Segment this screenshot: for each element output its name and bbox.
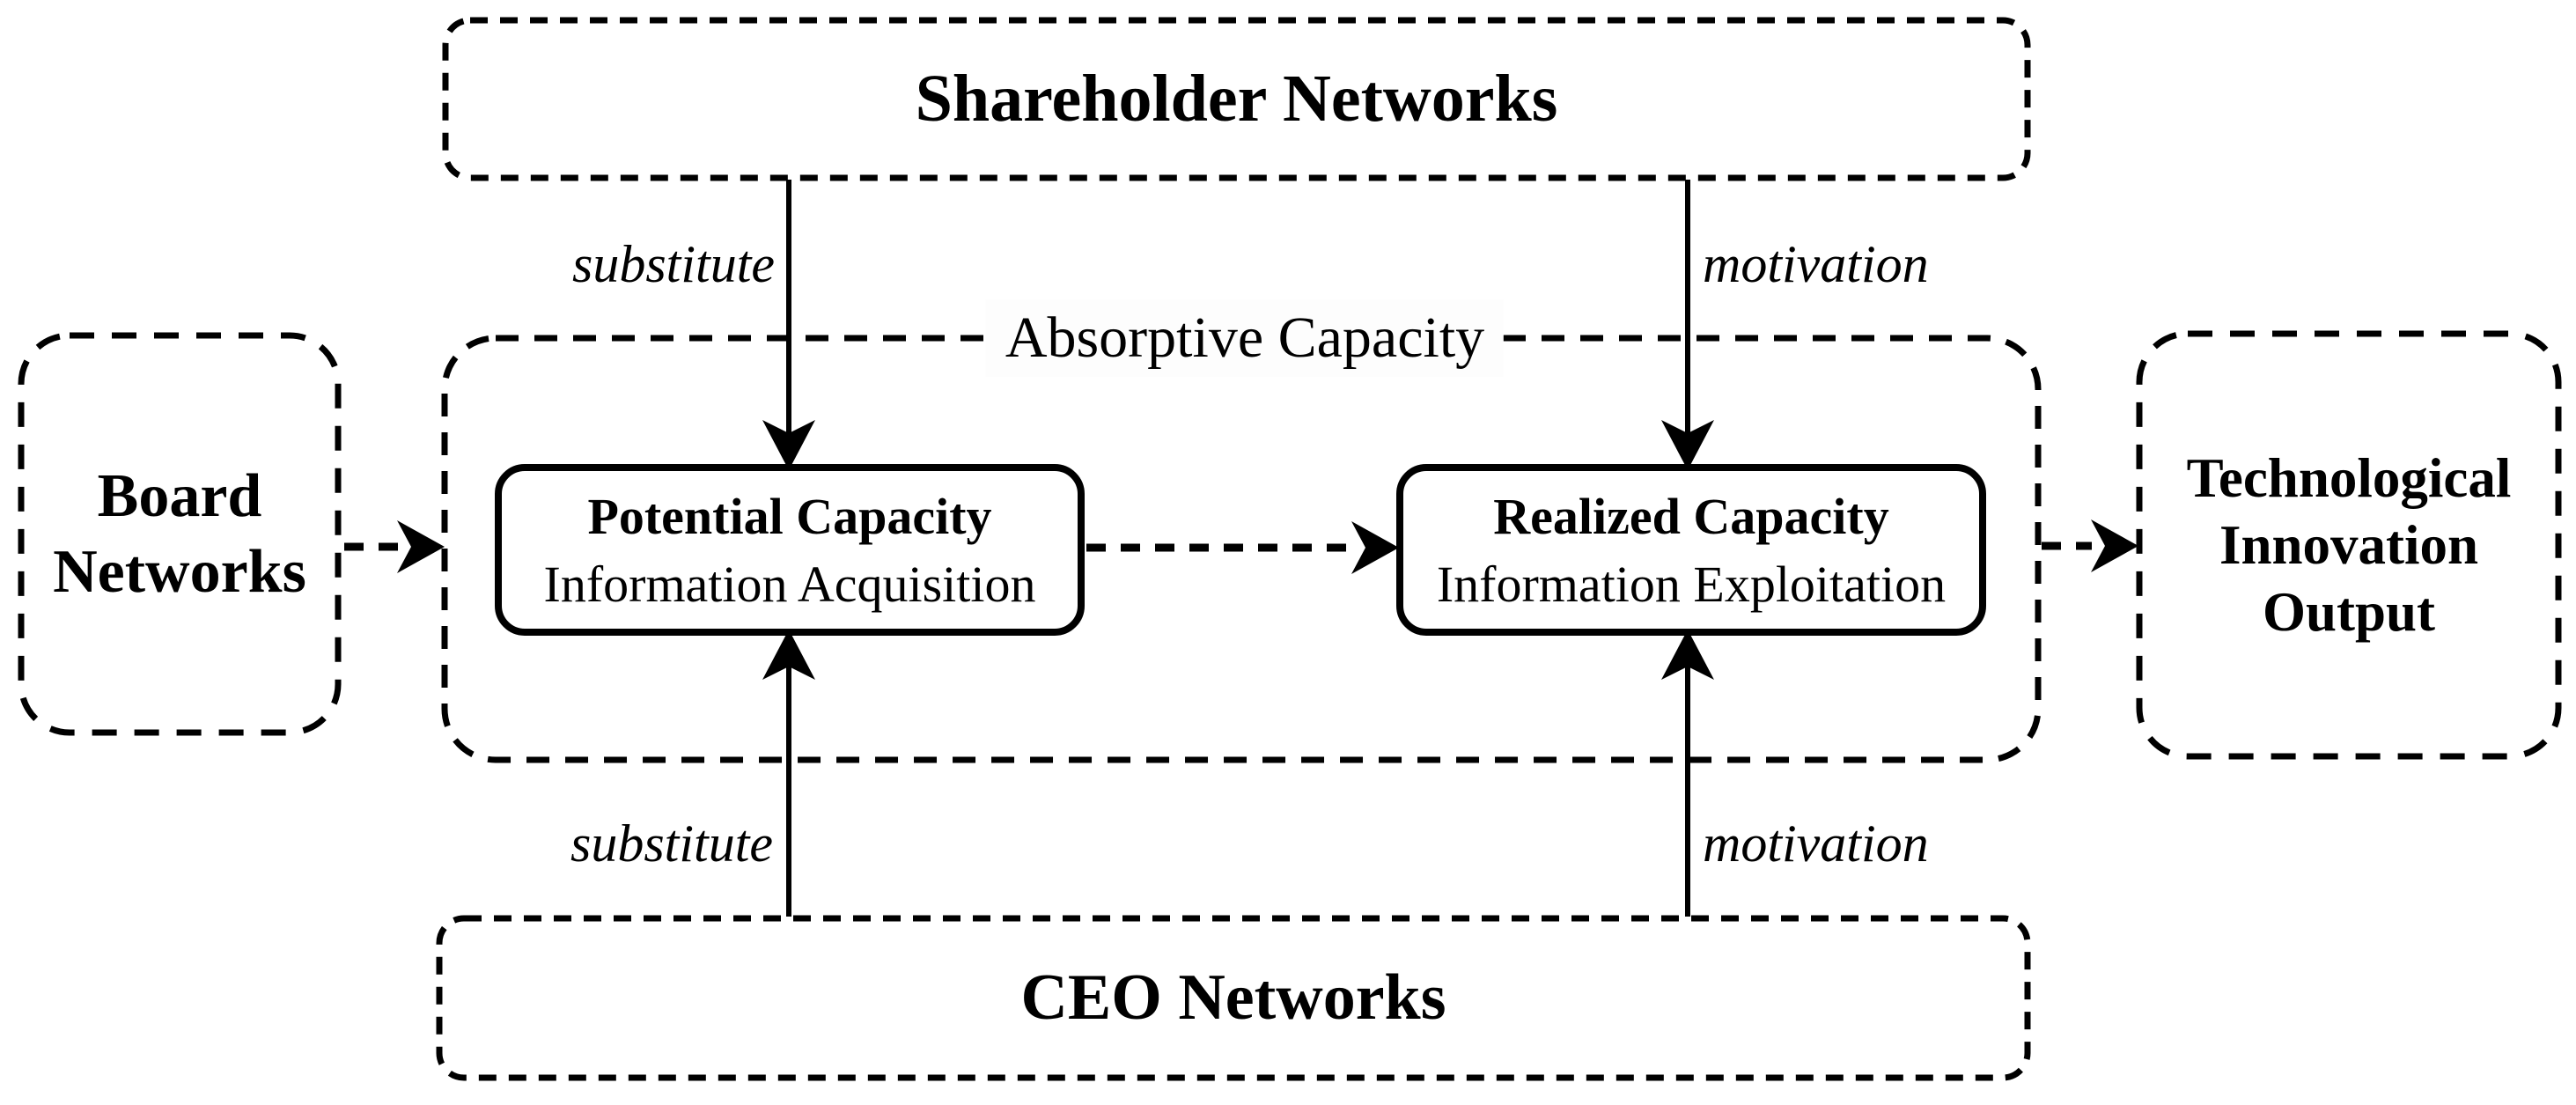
realized-capacity-node: Realized Capacity Information Exploitati…	[1400, 468, 1983, 632]
edge-label-motivation-bottom: motivation	[1703, 814, 1929, 873]
arrowhead-absorptive-to-tio	[2091, 519, 2138, 572]
tio-line2: Innovation	[2219, 514, 2479, 576]
arrowhead-ceo-to-potential	[762, 630, 815, 680]
potential-capacity-node: Potential Capacity Information Acquisiti…	[498, 468, 1081, 632]
edge-label-substitute-bottom: substitute	[570, 814, 773, 873]
arrowhead-shareholder-to-potential	[762, 420, 815, 470]
realized-capacity-title: Realized Capacity	[1493, 487, 1889, 545]
realized-capacity-subtitle: Information Exploitation	[1436, 555, 1947, 613]
realized-capacity-box-border	[1396, 464, 1986, 636]
arrowhead-potential-to-realized	[1351, 521, 1399, 574]
edge-label-motivation-top: motivation	[1703, 235, 1929, 293]
arrowhead-ceo-to-realized	[1661, 630, 1714, 680]
technological-innovation-output-label: Technological Innovation Output	[2139, 334, 2558, 756]
potential-capacity-subtitle: Information Acquisition	[543, 555, 1036, 613]
ceo-networks-box-border	[436, 915, 2031, 1081]
board-networks-label: Board Networks	[21, 335, 338, 733]
technological-innovation-output-box-border	[2136, 330, 2562, 760]
arrowhead-board-to-absorptive	[397, 520, 445, 573]
board-networks-line2: Networks	[53, 537, 306, 606]
tio-line1: Technological	[2186, 447, 2512, 509]
edge-label-substitute-top: substitute	[571, 235, 775, 293]
board-networks-box-border	[18, 332, 342, 736]
shareholder-networks-box-border	[442, 17, 2031, 181]
potential-capacity-title: Potential Capacity	[587, 487, 992, 545]
shareholder-networks-label: Shareholder Networks	[915, 62, 1558, 136]
absorptive-capacity-label: Absorptive Capacity	[985, 299, 1505, 377]
ceo-networks-label: CEO Networks	[1020, 961, 1446, 1034]
board-networks-line1: Board	[97, 461, 262, 530]
arrowhead-shareholder-to-realized	[1661, 420, 1714, 470]
tio-line3: Output	[2262, 581, 2436, 643]
